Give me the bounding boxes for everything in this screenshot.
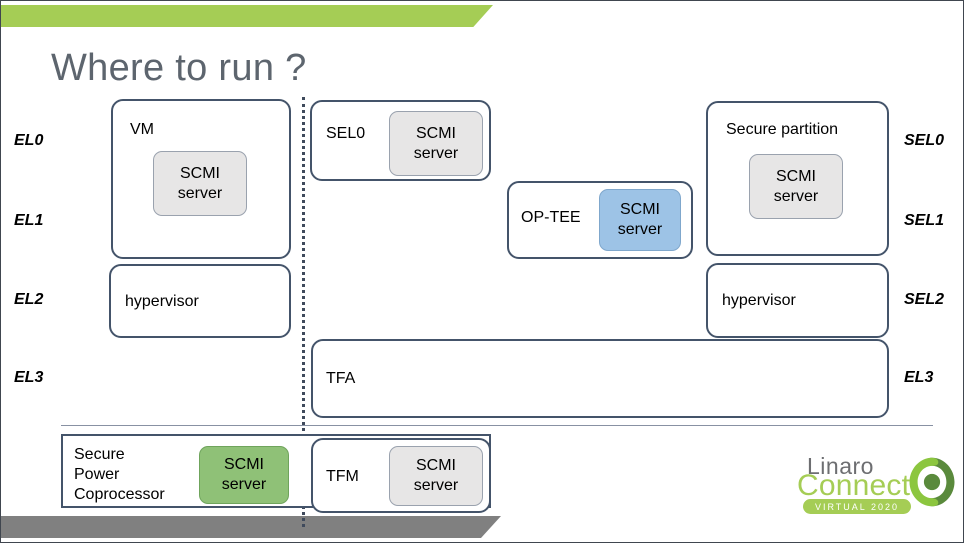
page-title: Where to run ? — [51, 47, 307, 89]
box-hypervisor-secure-label: hypervisor — [722, 292, 796, 309]
chip-line2: server — [413, 144, 459, 162]
level-label-sel0-right: SEL0 — [904, 132, 945, 149]
box-sel0-label: SEL0 — [326, 125, 366, 142]
level-label-el0-left: EL0 — [14, 132, 44, 149]
box-hypervisor-nonsecure[interactable]: hypervisor — [109, 264, 291, 338]
chip-line2: server — [177, 184, 223, 202]
chip-line2: server — [221, 476, 267, 493]
chip-scmi-server-vm[interactable]: SCMI server — [153, 151, 247, 216]
box-hypervisor-nonsecure-label: hypervisor — [125, 293, 199, 310]
linaro-connect-logo: Linaro Connect VIRTUAL 2020 — [797, 453, 957, 517]
level-label-el3-left: EL3 — [14, 369, 44, 386]
chip-line1: SCMI — [180, 164, 220, 182]
box-tfa[interactable]: TFA — [311, 339, 889, 418]
logo-word-connect: Connect — [797, 469, 911, 502]
chip-line1: SCMI — [620, 201, 660, 218]
top-green-banner — [1, 5, 493, 27]
chip-line1: SCMI — [224, 456, 264, 473]
chip-scmi-server-optee[interactable]: SCMI server — [599, 189, 681, 251]
section-divider-line — [61, 425, 933, 426]
chip-scmi-server-tfm[interactable]: SCMI server — [389, 446, 483, 506]
chip-scmi-server-coprocessor[interactable]: SCMI server — [199, 446, 289, 504]
chip-scmi-server-secure-partition[interactable]: SCMI server — [749, 154, 843, 219]
level-label-el2-left: EL2 — [14, 291, 44, 308]
chip-line2: server — [617, 221, 663, 238]
box-hypervisor-secure[interactable]: hypervisor — [706, 263, 889, 338]
box-vm-label: VM — [130, 121, 154, 138]
level-label-sel2-right: SEL2 — [904, 291, 945, 308]
bottom-gray-banner — [1, 516, 501, 538]
box-tfa-label: TFA — [326, 370, 356, 387]
chip-line1: SCMI — [416, 124, 456, 142]
box-secure-power-coprocessor-label: Secure Power Coprocessor — [74, 446, 165, 503]
linaro-flame-icon — [909, 457, 955, 507]
chip-line1: SCMI — [776, 167, 816, 185]
logo-word-linaro: Linaro — [807, 453, 874, 479]
level-label-el1-left: EL1 — [14, 212, 44, 229]
logo-badge-virtual-2020: VIRTUAL 2020 — [803, 499, 911, 514]
box-tfm-label: TFM — [326, 468, 359, 485]
level-label-sel1-right: SEL1 — [904, 212, 945, 229]
chip-line2: server — [773, 187, 819, 205]
chip-line1: SCMI — [416, 457, 456, 474]
level-label-el3-right: EL3 — [904, 369, 934, 386]
chip-scmi-server-sel0[interactable]: SCMI server — [389, 111, 483, 176]
box-secure-partition-label: Secure partition — [726, 121, 839, 138]
box-op-tee-label: OP-TEE — [521, 209, 581, 226]
box-secure-partition[interactable]: Secure partition — [706, 101, 889, 256]
secure-world-divider — [302, 97, 305, 527]
chip-line2: server — [413, 477, 459, 494]
